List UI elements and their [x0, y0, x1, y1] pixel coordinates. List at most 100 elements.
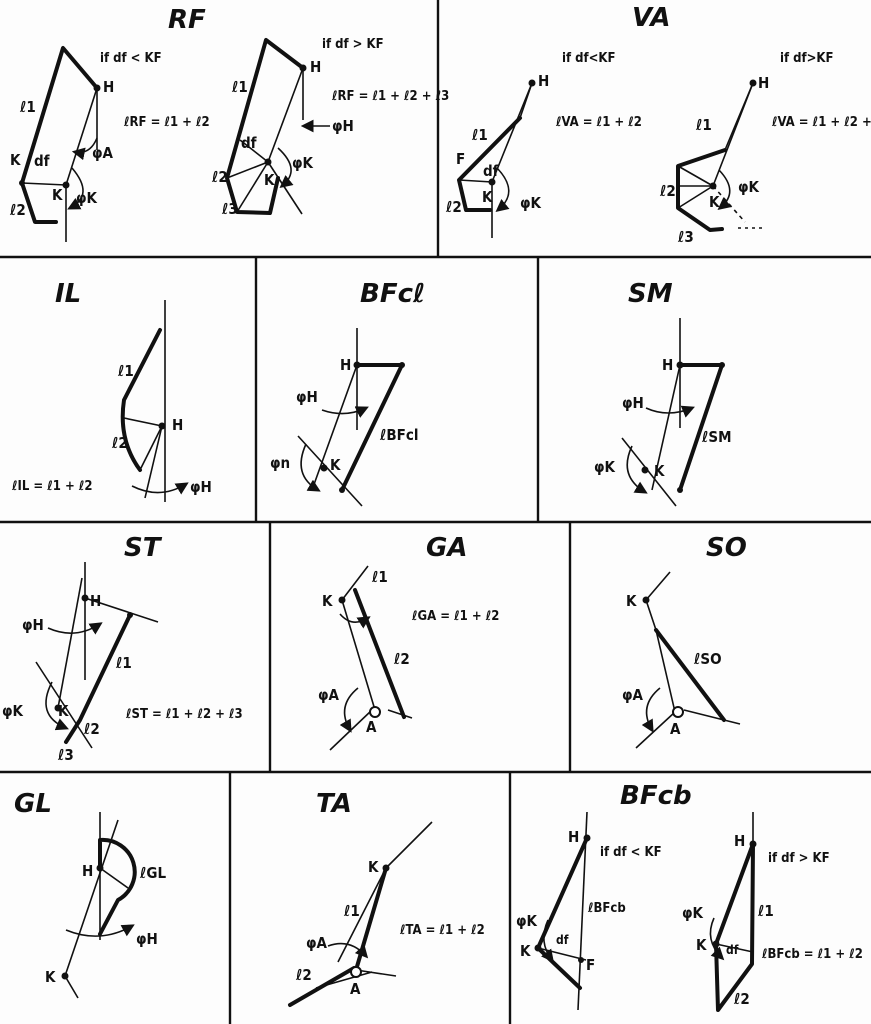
panel-va: VA H F K df ℓ1 ℓ2 φK if df<KF ℓVA = ℓ1 +… — [445, 3, 871, 246]
point-k-label: K — [322, 592, 333, 610]
point-k-label: K — [58, 702, 69, 720]
angle-phi-k-label: φK — [292, 154, 314, 172]
segment-l3-label: ℓ3 — [221, 200, 238, 218]
angle-phi-a-label: φA — [318, 686, 340, 704]
angle-phi-h-label: φH — [190, 478, 212, 496]
panel-il: IL H ℓ1 ℓ2 φH ℓIL = ℓ1 + ℓ2 — [11, 279, 212, 502]
panel-title: RF — [168, 5, 206, 35]
panel-title: VA — [632, 3, 670, 33]
df-label: df — [34, 152, 50, 170]
angle-phi-k-label: φK — [594, 458, 616, 476]
angle-phi-h-label: φH — [332, 117, 354, 135]
case-condition-lt: if df < KF — [600, 845, 662, 860]
angle-phi-k-label: φK — [520, 194, 542, 212]
va-case-right: H K ℓ1 ℓ2 ℓ3 φK if df>KF ℓVA = ℓ1 + ℓ2 +… — [659, 51, 871, 246]
segment-l1-label: ℓ1 — [471, 126, 488, 144]
bfcb-case-right: H K df ℓ1 ℓ2 φK if df > KF ℓBFcb = ℓ1 + … — [682, 812, 863, 1012]
formula: ℓTA = ℓ1 + ℓ2 — [399, 923, 485, 938]
panel-bfcl: BFcℓ H K ℓBFcl φH φn — [270, 279, 425, 507]
df-label: df — [483, 162, 499, 180]
point-k-label: K — [696, 936, 707, 954]
df-label: df — [241, 134, 257, 152]
segment-l2-label: ℓ2 — [445, 198, 462, 216]
segment-l3-label: ℓ3 — [677, 228, 694, 246]
panel-title: TA — [316, 789, 352, 819]
point-h-label: H — [340, 356, 351, 374]
point-k-label: K — [368, 858, 379, 876]
angle-phi-n-label: φn — [270, 454, 290, 472]
bfcb-case-left: H K F df ℓBFcb φK if df < KF — [516, 811, 662, 1011]
panel-ta: TA K A ℓ1 ℓ2 φA ℓTA = ℓ1 + ℓ2 — [288, 789, 485, 1007]
case-condition-lt: if df < KF — [100, 51, 162, 66]
angle-phi-k-label: φK — [76, 189, 98, 207]
panel-sm: SM H K ℓSM φH φK — [594, 279, 732, 507]
panel-title: BFcb — [620, 781, 692, 811]
point-k-label: K — [10, 151, 21, 169]
formula: ℓIL = ℓ1 + ℓ2 — [11, 479, 93, 494]
panel-title: ST — [124, 533, 163, 563]
point-k-label: K — [654, 462, 665, 480]
panel-bfcb: BFcb H K F df ℓBFcb φK if df < KF H K — [516, 781, 863, 1012]
point-k-label: K — [709, 193, 720, 211]
segment-l3-label: ℓ3 — [57, 746, 74, 764]
case-condition-gt: if df > KF — [322, 37, 384, 52]
panel-title: GA — [426, 533, 467, 563]
formula-gt: ℓRF = ℓ1 + ℓ2 + ℓ3 — [331, 89, 449, 104]
point-a-label: A — [366, 718, 377, 736]
point-k-label: K — [482, 188, 493, 206]
angle-phi-k-label: φK — [2, 702, 24, 720]
point-k-label: K — [626, 592, 637, 610]
segment-lsm-label: ℓSM — [701, 428, 732, 446]
rf-case-left: H K K df ℓ1 ℓ2 φA φK if df < KF ℓRF = ℓ1… — [9, 46, 210, 242]
panel-title: SO — [706, 533, 747, 563]
point-h-label: H — [538, 72, 549, 90]
formula-gt: ℓBFcb = ℓ1 + ℓ2 — [761, 947, 863, 962]
panel-ga: GA K A ℓ1 ℓ2 φA ℓGA = ℓ1 + ℓ2 — [318, 533, 499, 751]
segment-l2-label: ℓ2 — [295, 966, 312, 984]
segment-l2-label: ℓ2 — [393, 650, 410, 668]
rf-case-right: H K df ℓ1 ℓ2 ℓ3 φK φH if df > KF ℓRF = ℓ… — [211, 37, 449, 218]
df-label: df — [556, 933, 569, 947]
point-h-label: H — [310, 58, 321, 76]
point-f-label: F — [586, 956, 595, 974]
segment-lso-label: ℓSO — [693, 650, 722, 668]
angle-phi-k-label: φK — [682, 904, 704, 922]
formula: ℓGA = ℓ1 + ℓ2 — [411, 609, 499, 624]
segment-l2-label: ℓ2 — [733, 990, 750, 1008]
segment-l1-label: ℓ1 — [231, 78, 248, 96]
angle-phi-h-label: φH — [22, 616, 44, 634]
point-k-label: K — [264, 171, 275, 189]
point-h-label: H — [172, 416, 183, 434]
segment-l1-label: ℓ1 — [117, 362, 134, 380]
segment-l2-label: ℓ2 — [9, 201, 26, 219]
point-h-label: H — [103, 78, 114, 96]
point-k-label: K — [45, 968, 56, 986]
point-h-label: H — [758, 74, 769, 92]
segment-l1-label: ℓ1 — [19, 98, 36, 116]
panel-title: GL — [14, 789, 52, 819]
point-h-label: H — [734, 832, 745, 850]
panel-gl: GL H K ℓGL φH — [14, 789, 166, 999]
case-condition-gt: if df > KF — [768, 851, 830, 866]
panel-title: SM — [628, 279, 673, 309]
segment-lgl-label: ℓGL — [139, 864, 166, 882]
formula-lt: ℓVA = ℓ1 + ℓ2 — [555, 115, 642, 130]
panel-rf: RF H K K df ℓ1 ℓ2 φA φK if df < KF ℓRF =… — [9, 5, 449, 242]
point-k2-label: K — [52, 186, 63, 204]
segment-lbfcb-label: ℓBFcb — [587, 901, 626, 916]
point-h-label: H — [568, 828, 579, 846]
angle-phi-h-label: φH — [296, 388, 318, 406]
segment-lbfcl-label: ℓBFcl — [379, 426, 419, 444]
point-a-label: A — [670, 720, 681, 738]
formula: ℓST = ℓ1 + ℓ2 + ℓ3 — [125, 707, 243, 722]
panel-st: ST H K ℓ1 ℓ2 ℓ3 φH φK ℓST = ℓ1 + ℓ2 + ℓ3 — [2, 533, 243, 764]
segment-l1-label: ℓ1 — [371, 568, 388, 586]
df-label: df — [726, 943, 739, 957]
angle-phi-h-label: φH — [622, 394, 644, 412]
point-k-label: K — [520, 942, 531, 960]
va-case-left: H F K df ℓ1 ℓ2 φK if df<KF ℓVA = ℓ1 + ℓ2 — [445, 51, 642, 238]
segment-l2-label: ℓ2 — [659, 182, 676, 200]
angle-phi-a-label: φA — [92, 144, 114, 162]
